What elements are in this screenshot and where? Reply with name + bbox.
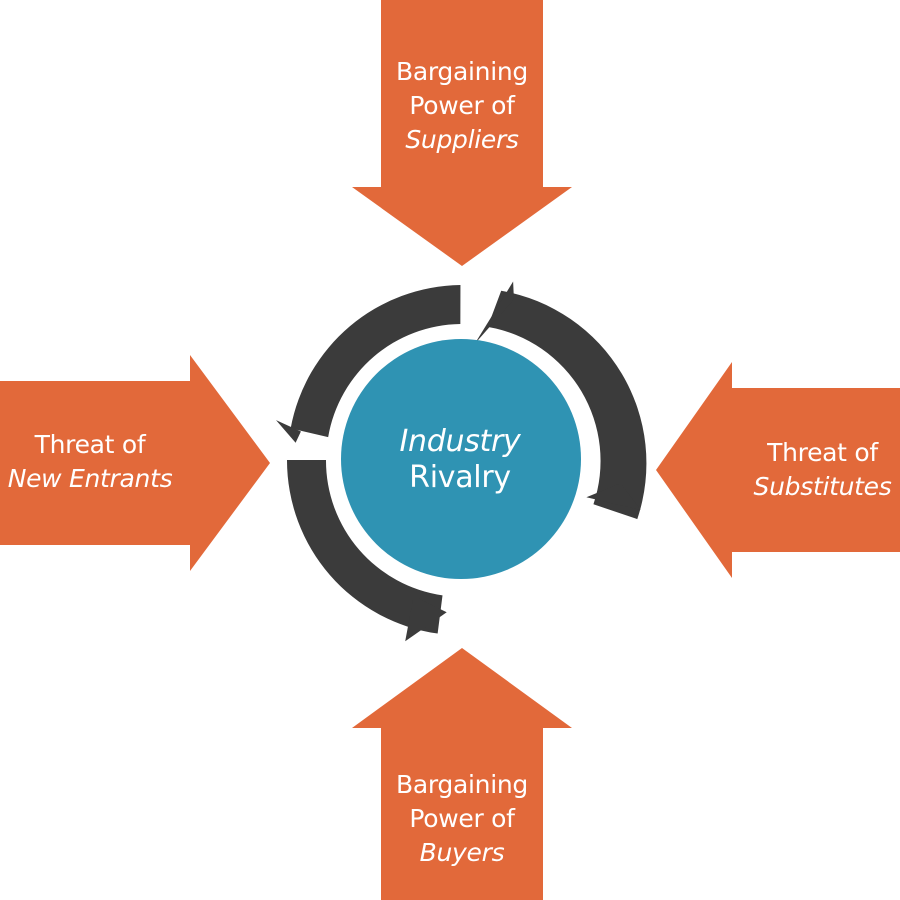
new-entrants-label-line2: New Entrants (7, 464, 173, 493)
substitutes-label-line1: Threat of (767, 438, 878, 467)
new-entrants-label-line1: Threat of (34, 430, 146, 459)
buyers-label-line3: Buyers (419, 838, 505, 867)
cycle-arc-bottom (286, 460, 443, 634)
new-entrants-label: Threat of New Entrants (0, 428, 180, 496)
suppliers-label-line3: Suppliers (405, 125, 519, 154)
suppliers-label: Bargaining Power of Suppliers (382, 55, 542, 157)
industry-rivalry-label: Industry Rivalry (340, 424, 580, 496)
buyers-label: Bargaining Power of Buyers (382, 768, 542, 870)
buyers-label-line1: Bargaining (396, 770, 528, 799)
industry-rivalry-label-line1: Industry (399, 424, 521, 459)
cycle-arrowhead-top (474, 281, 514, 344)
new-entrants-arrow (0, 355, 270, 571)
substitutes-label: Threat of Substitutes (745, 436, 900, 504)
substitutes-label-line2: Substitutes (753, 472, 892, 501)
buyers-arrow (352, 648, 572, 900)
suppliers-arrow (352, 0, 572, 266)
cycle-arrowhead-right (586, 483, 641, 510)
rivalry-cycle (276, 281, 647, 642)
suppliers-label-line1: Bargaining (396, 57, 528, 86)
suppliers-label-line2: Power of (409, 91, 515, 120)
industry-rivalry-circle (341, 339, 581, 579)
substitutes-arrow (656, 362, 900, 578)
cycle-arc-top (487, 290, 647, 520)
cycle-arrowhead-left (276, 420, 301, 443)
buyers-label-line2: Power of (409, 804, 515, 833)
industry-rivalry-label-line2: Rivalry (409, 460, 511, 495)
cycle-arc-left (290, 285, 461, 438)
cycle-arrowhead-bottom (405, 596, 447, 642)
